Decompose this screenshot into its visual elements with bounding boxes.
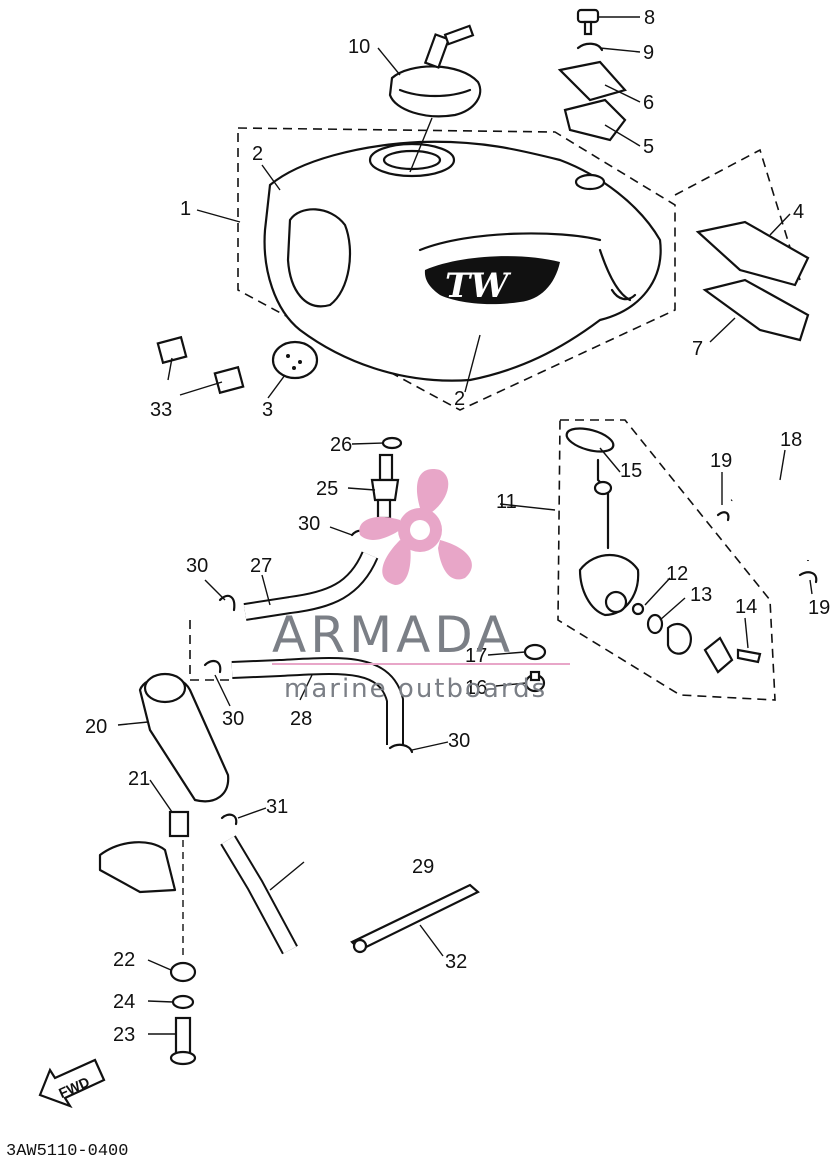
callout-30c: 30 [222,708,244,730]
callout-16: 16 [465,677,487,699]
callout-20: 20 [85,716,107,738]
watermark-brand: ARMADA [272,606,514,664]
callout-26: 26 [330,434,352,456]
propeller-logo-icon [359,469,472,585]
callout-6: 6 [643,92,654,114]
callout-30d: 30 [448,730,470,752]
callout-10: 10 [348,36,370,58]
watermark: ARMADA marine outboards [272,469,570,704]
callout-22: 22 [113,949,135,971]
fwd-arrow-icon: FWD [38,1058,106,1109]
bolts [169,961,197,1066]
leader-lines [117,16,813,1035]
callout-18: 18 [780,429,802,451]
callout-3: 3 [262,399,273,421]
callout-24: 24 [113,991,135,1013]
callout-14: 14 [735,596,757,618]
callout-33: 33 [150,399,172,421]
callout-7: 7 [692,338,703,360]
callout-23: 23 [113,1024,135,1046]
hoses [220,473,817,955]
callout-30b: 30 [186,555,208,577]
callout-4: 4 [793,201,804,223]
callout-15: 15 [620,460,642,482]
assembly-boundaries [189,127,801,701]
callout-11: 11 [496,491,517,513]
callout-1: 1 [180,198,191,220]
callout-19b: 19 [808,597,830,619]
diagram-code: 3AW5110-0400 [6,1142,128,1161]
callout-12: 12 [666,563,688,585]
callout-13: 13 [690,584,712,606]
callout-29: 29 [412,856,434,878]
callout-19: 19 [710,450,732,472]
callout-27: 27 [250,555,272,577]
callout-21: 21 [128,768,150,790]
callout-25: 25 [316,478,338,500]
tank-emblem: TW [445,266,511,306]
callout-numbers: 1 2 2 3 4 5 6 7 8 9 10 11 12 13 14 15 16… [85,7,830,1046]
callout-5: 5 [643,136,654,158]
callout-8: 8 [644,7,655,29]
callout-28: 28 [290,708,312,730]
callout-2: 2 [252,143,263,165]
fuel-cock [523,427,762,693]
callout-2b: 2 [454,388,465,410]
callout-31: 31 [266,796,288,818]
small-parts-left [156,335,319,395]
small-parts-right [557,8,810,342]
fuel-cap [388,24,482,173]
strap [350,883,480,954]
callout-9: 9 [643,42,654,64]
watermark-tagline: marine outboards [284,674,547,704]
callout-32: 32 [445,951,467,973]
fuel-pump [98,672,230,960]
callout-17: 17 [465,645,487,667]
fuel-tank: TW [263,140,662,382]
callout-30a: 30 [298,513,320,535]
